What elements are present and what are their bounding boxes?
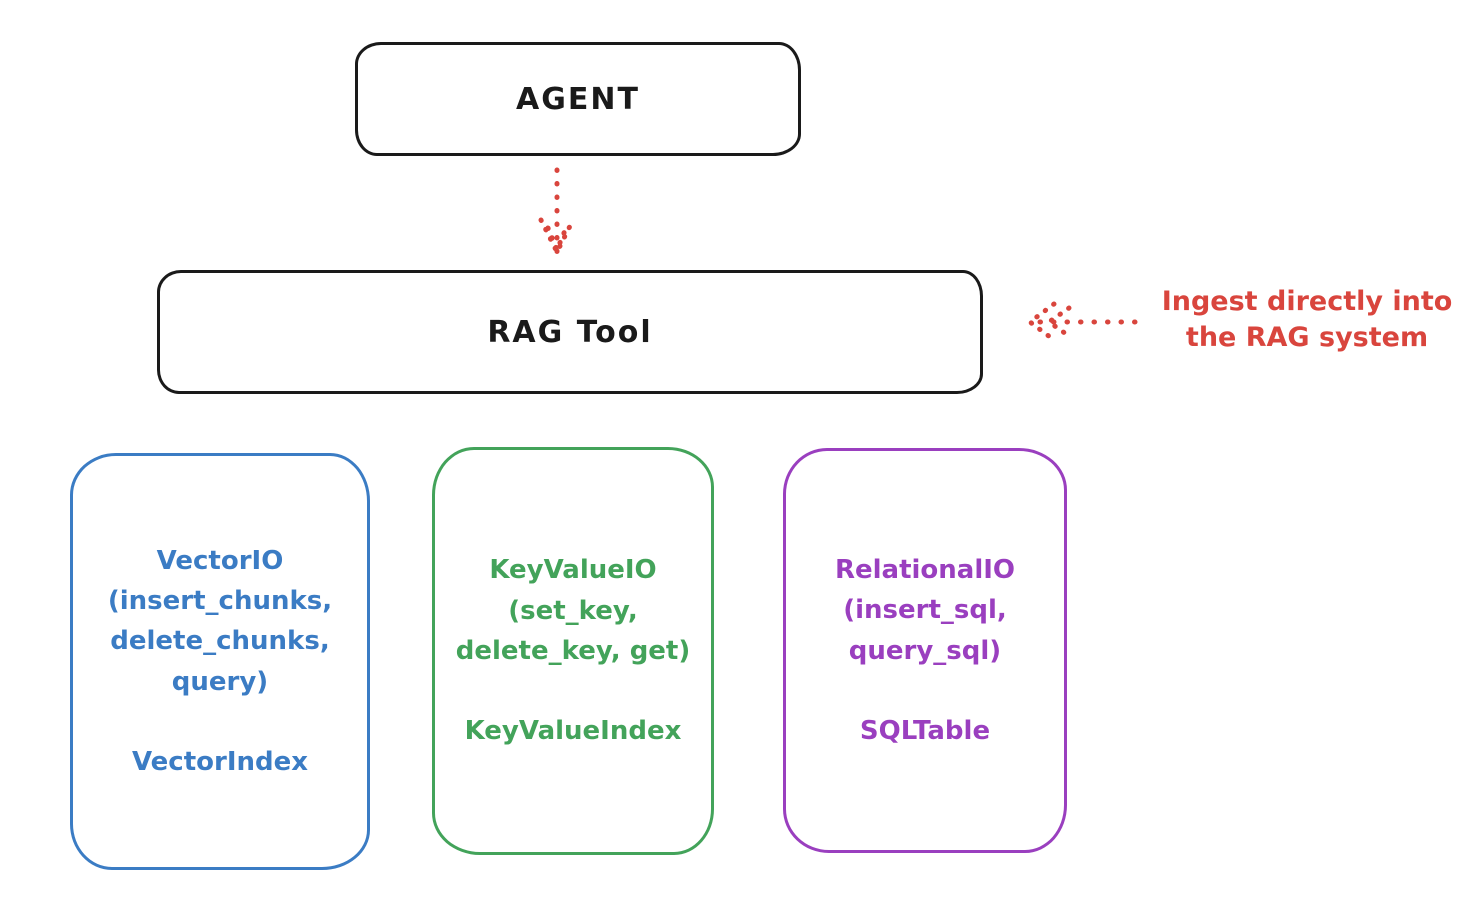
rag-tool-node-label: RAG Tool — [487, 314, 653, 350]
key-value-index-label: KeyValueIndex — [464, 716, 682, 747]
relational-io-interface-label: RelationalIO (insert_sql, query_sql) — [834, 554, 1016, 666]
key-value-io-node: KeyValueIO (set_key, delete_key, get) Ke… — [432, 447, 714, 855]
ingest-annotation: Ingest directly into the RAG system — [1161, 286, 1453, 353]
annotation-to-rag-tool-arrow — [1025, 301, 1138, 343]
key-value-io-interface-label: KeyValueIO (set_key, delete_key, get) — [455, 555, 691, 666]
vector-io-node: VectorIO (insert_chunks, delete_chunks, … — [70, 453, 370, 870]
vector-io-interface-label: VectorIO (insert_chunks, delete_chunks, … — [107, 545, 333, 697]
sql-table-label: SQLTable — [859, 715, 991, 746]
agent-node-label: AGENT — [516, 81, 640, 117]
agent-node: AGENT — [355, 42, 801, 156]
vector-index-label: VectorIndex — [131, 746, 309, 777]
relational-io-node: RelationalIO (insert_sql, query_sql) SQL… — [783, 448, 1067, 853]
rag-tool-node: RAG Tool — [157, 270, 983, 394]
agent-to-rag-tool-arrow — [538, 167, 576, 258]
